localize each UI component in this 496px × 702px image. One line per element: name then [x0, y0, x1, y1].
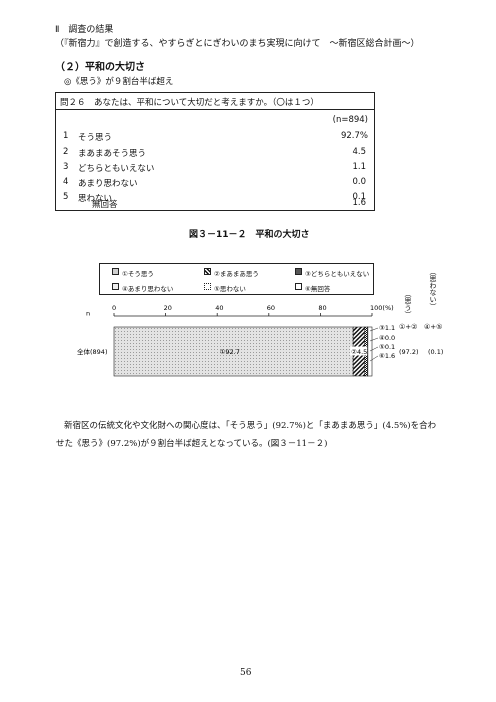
category-label: 全体(894)	[77, 347, 107, 356]
option-value: 92.7%	[340, 131, 368, 141]
question-text: 問２６ あなたは、平和について大切だと考えますか。（〇は１つ）	[60, 98, 319, 108]
option-label: どちらともいえない	[78, 164, 155, 174]
legend-item: ⑥無回答	[305, 285, 331, 293]
option-value: 4.5	[352, 147, 366, 157]
x-tick-label: 40	[215, 304, 223, 312]
summary-header-agree: （思う）	[404, 290, 412, 318]
option-number: 3	[63, 162, 69, 172]
option-label: 無回答	[92, 200, 118, 210]
data-label-background	[350, 346, 368, 356]
option-label: あまり思わない	[78, 179, 138, 189]
option-label: まあまあそう思う	[78, 149, 147, 159]
data-label: ⑤0.1	[379, 343, 395, 351]
summary-value-agree: (97.2)	[399, 348, 419, 356]
option-label: 思わない	[78, 194, 113, 204]
option-value: 0.0	[352, 177, 366, 187]
summary-sub-agree: ①+②	[399, 323, 418, 331]
option-label: そう思う	[78, 133, 113, 143]
page-number: 56	[240, 668, 252, 678]
summary-value-disagree: (0.1)	[428, 348, 443, 356]
leader-line	[369, 327, 379, 332]
option-number: 1	[63, 131, 69, 141]
chart-legend: ①そう思う ②まあまあ思う ③どちらともいえない ④あまり思わない ⑤思わない …	[99, 263, 374, 295]
leader-line	[369, 337, 379, 342]
divider	[56, 109, 374, 110]
summary-sub-disagree: ④+⑤	[424, 323, 443, 331]
summary-note: ◎《思う》が９割台半ば超え	[64, 77, 174, 87]
option-value: 1.6	[352, 198, 366, 208]
legend-swatch-dotted	[204, 283, 211, 290]
bar-segment	[113, 326, 354, 377]
section-title: （２）平和の大切さ	[55, 62, 145, 73]
legend-swatch-cross	[112, 283, 119, 290]
question-box: 問２６ あなたは、平和について大切だと考えますか。（〇は１つ） (n=894) …	[55, 92, 375, 211]
legend-swatch-blank	[295, 283, 302, 290]
data-label: ④0.0	[379, 334, 395, 342]
data-label: ③1.1	[379, 324, 395, 332]
leader-line	[369, 346, 379, 352]
n-label: n	[86, 310, 90, 318]
figure-title: 図３－11－２ 平和の大切さ	[189, 230, 310, 240]
x-tick-label: 80	[318, 304, 326, 312]
sample-size: (n=894)	[332, 115, 368, 125]
legend-swatch-stripes	[204, 268, 211, 275]
legend-item: ②まあまあ思う	[214, 270, 259, 278]
legend-swatch-dots	[112, 268, 119, 275]
option-number: 2	[63, 147, 69, 157]
option-value: 0.1	[352, 192, 366, 202]
legend-swatch-checker	[295, 268, 302, 275]
x-tick-label: 0	[112, 304, 116, 312]
summary-header-disagree: （思わない）	[429, 268, 437, 310]
x-tick-label: 60	[267, 304, 275, 312]
data-label: ①92.7	[220, 348, 240, 356]
legend-item: ④あまり思わない	[122, 285, 174, 293]
x-tick-label: 100(%)	[370, 304, 394, 312]
option-value: 1.1	[352, 162, 366, 172]
x-tick-label: 20	[164, 304, 172, 312]
body-line-2: せた《思う》(97.2%)が９割台半ば超えとなっている。(図３－11－２)	[56, 439, 328, 449]
section-header: Ⅱ 調査の結果	[55, 25, 114, 35]
body-line-1: 新宿区の伝統文化や文化財への関心度は、「そう思う」(92.7%)と「まあまあ思う…	[64, 421, 437, 431]
legend-item: ⑤思わない	[214, 285, 246, 293]
option-number: 4	[63, 177, 69, 187]
legend-item: ①そう思う	[122, 270, 154, 278]
document-subtitle: （『新宿力』で創造する、やすらぎとにぎわいのまち実現に向けて ～新宿区総合計画～…	[55, 39, 420, 49]
leader-line	[369, 355, 379, 362]
legend-item: ③どちらともいえない	[305, 270, 370, 278]
data-label: ⑥1.6	[379, 352, 395, 360]
bar-segment	[367, 326, 373, 377]
data-label: ②4.5	[351, 348, 367, 356]
option-number: 5	[63, 192, 69, 202]
